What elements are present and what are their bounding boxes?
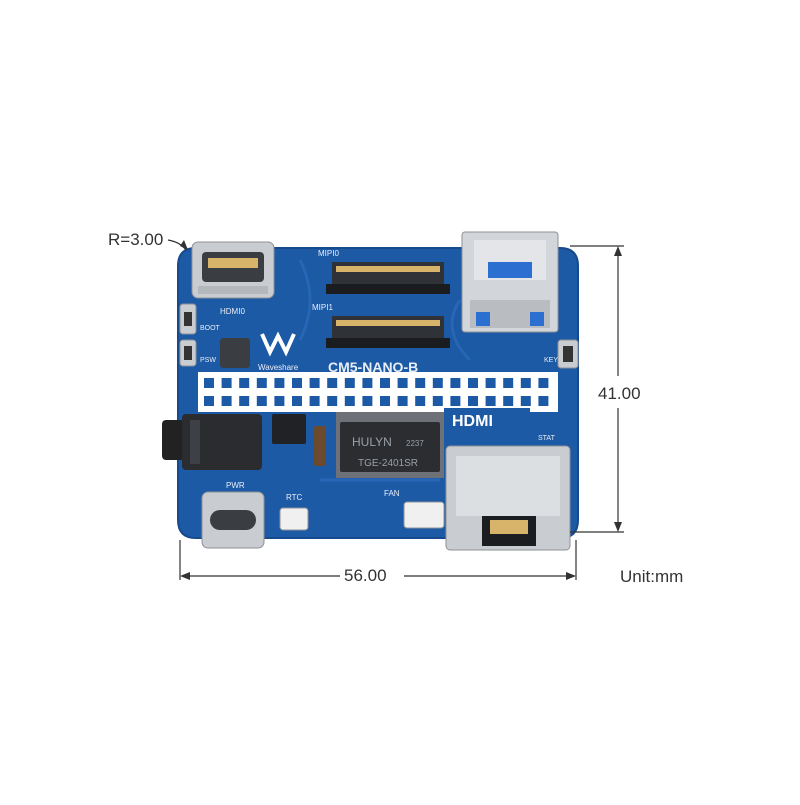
- key-button: [557, 339, 579, 369]
- brand-label: Waveshare: [258, 363, 299, 372]
- mipi1-connector: [326, 316, 450, 348]
- dimension-lines: [167, 239, 624, 580]
- gpio-pin: [221, 378, 232, 388]
- gpio-pin: [256, 378, 267, 388]
- gpio-pin: [450, 396, 461, 406]
- boot-label: BOOT: [200, 325, 221, 332]
- ethernet-transformer-chip: [336, 412, 444, 478]
- mipi0-label: MIPI0: [318, 249, 339, 258]
- gpio-pin: [327, 378, 338, 388]
- psw-button: [179, 339, 197, 367]
- hdmi0-connector: [191, 241, 275, 299]
- gpio-pin: [485, 378, 496, 388]
- gpio-pin: [450, 378, 461, 388]
- inductor: [220, 338, 250, 368]
- gpio-pin: [468, 396, 478, 406]
- gpio-pin: [432, 396, 443, 406]
- psw-label: PSW: [200, 357, 216, 364]
- hdmi0-label: HDMI0: [220, 307, 245, 316]
- mipi1-label: MIPI1: [312, 303, 333, 312]
- radius-leader: [167, 239, 187, 251]
- gpio-pin: [274, 396, 285, 406]
- gpio-pin: [239, 378, 250, 388]
- arrowheads: [180, 240, 622, 580]
- rtc-label: RTC: [286, 493, 303, 502]
- fan-connector: [403, 501, 445, 529]
- capacitor: [314, 426, 326, 466]
- gpio-header: [198, 372, 558, 412]
- audio-jack: [162, 414, 262, 470]
- gpio-pin: [256, 396, 267, 406]
- model-label: CM5-NANO-B: [328, 359, 418, 375]
- waveshare-logo-icon: [260, 331, 296, 357]
- usb-c-port: [201, 491, 265, 549]
- stat-label: STAT: [538, 435, 556, 442]
- gpio-pin: [503, 396, 514, 406]
- gpio-pin: [344, 378, 355, 388]
- gpio-pin: [344, 396, 355, 406]
- gpio-pin: [485, 396, 496, 406]
- gpio-pin: [239, 396, 250, 406]
- gpio-pin: [538, 378, 549, 388]
- boot-button: [179, 303, 197, 335]
- gpio-pin: [309, 378, 320, 388]
- gpio-pin: [520, 396, 531, 406]
- fan-label: FAN: [384, 489, 400, 498]
- gpio-pin: [204, 378, 214, 388]
- chip-code-label: 2237: [406, 439, 424, 448]
- gpio-pin: [292, 396, 302, 406]
- chip-part-label: TGE-2401SR: [358, 458, 418, 469]
- gpio-pin: [362, 378, 373, 388]
- gpio-pin: [380, 396, 390, 406]
- gpio-pin: [292, 378, 302, 388]
- gpio-pin: [503, 378, 514, 388]
- usb3-port: [461, 231, 559, 333]
- gpio-pin: [221, 396, 232, 406]
- rtc-connector: [279, 507, 309, 531]
- width-label: 56.00: [344, 566, 387, 586]
- gpio-pin: [204, 396, 214, 406]
- gpio-pin: [362, 396, 373, 406]
- mipi0-connector: [326, 262, 450, 294]
- pwr-label: PWR: [226, 481, 245, 490]
- gpio-pin: [327, 396, 338, 406]
- gpio-pin: [380, 378, 390, 388]
- gpio-pin: [520, 378, 531, 388]
- gpio-pin: [415, 396, 426, 406]
- gpio-pin: [432, 378, 443, 388]
- height-label: 41.00: [598, 384, 641, 404]
- gpio-pin: [309, 396, 320, 406]
- rj45-port: [445, 445, 571, 551]
- gpio-pin: [274, 378, 285, 388]
- corner-radius-label: R=3.00: [108, 230, 164, 250]
- gpio-pin: [397, 396, 408, 406]
- hdmi-logo-area: [444, 408, 530, 430]
- chip-brand-label: HULYN: [352, 435, 392, 449]
- gpio-pin: [468, 378, 478, 388]
- gpio-pin: [415, 378, 426, 388]
- small-ic: [272, 414, 306, 444]
- gpio-pin: [397, 378, 408, 388]
- key-label: KEY: [544, 357, 558, 364]
- hdmi-logo-text: HDMI: [452, 413, 493, 430]
- gpio-pin: [538, 396, 549, 406]
- unit-label: Unit:mm: [620, 567, 684, 587]
